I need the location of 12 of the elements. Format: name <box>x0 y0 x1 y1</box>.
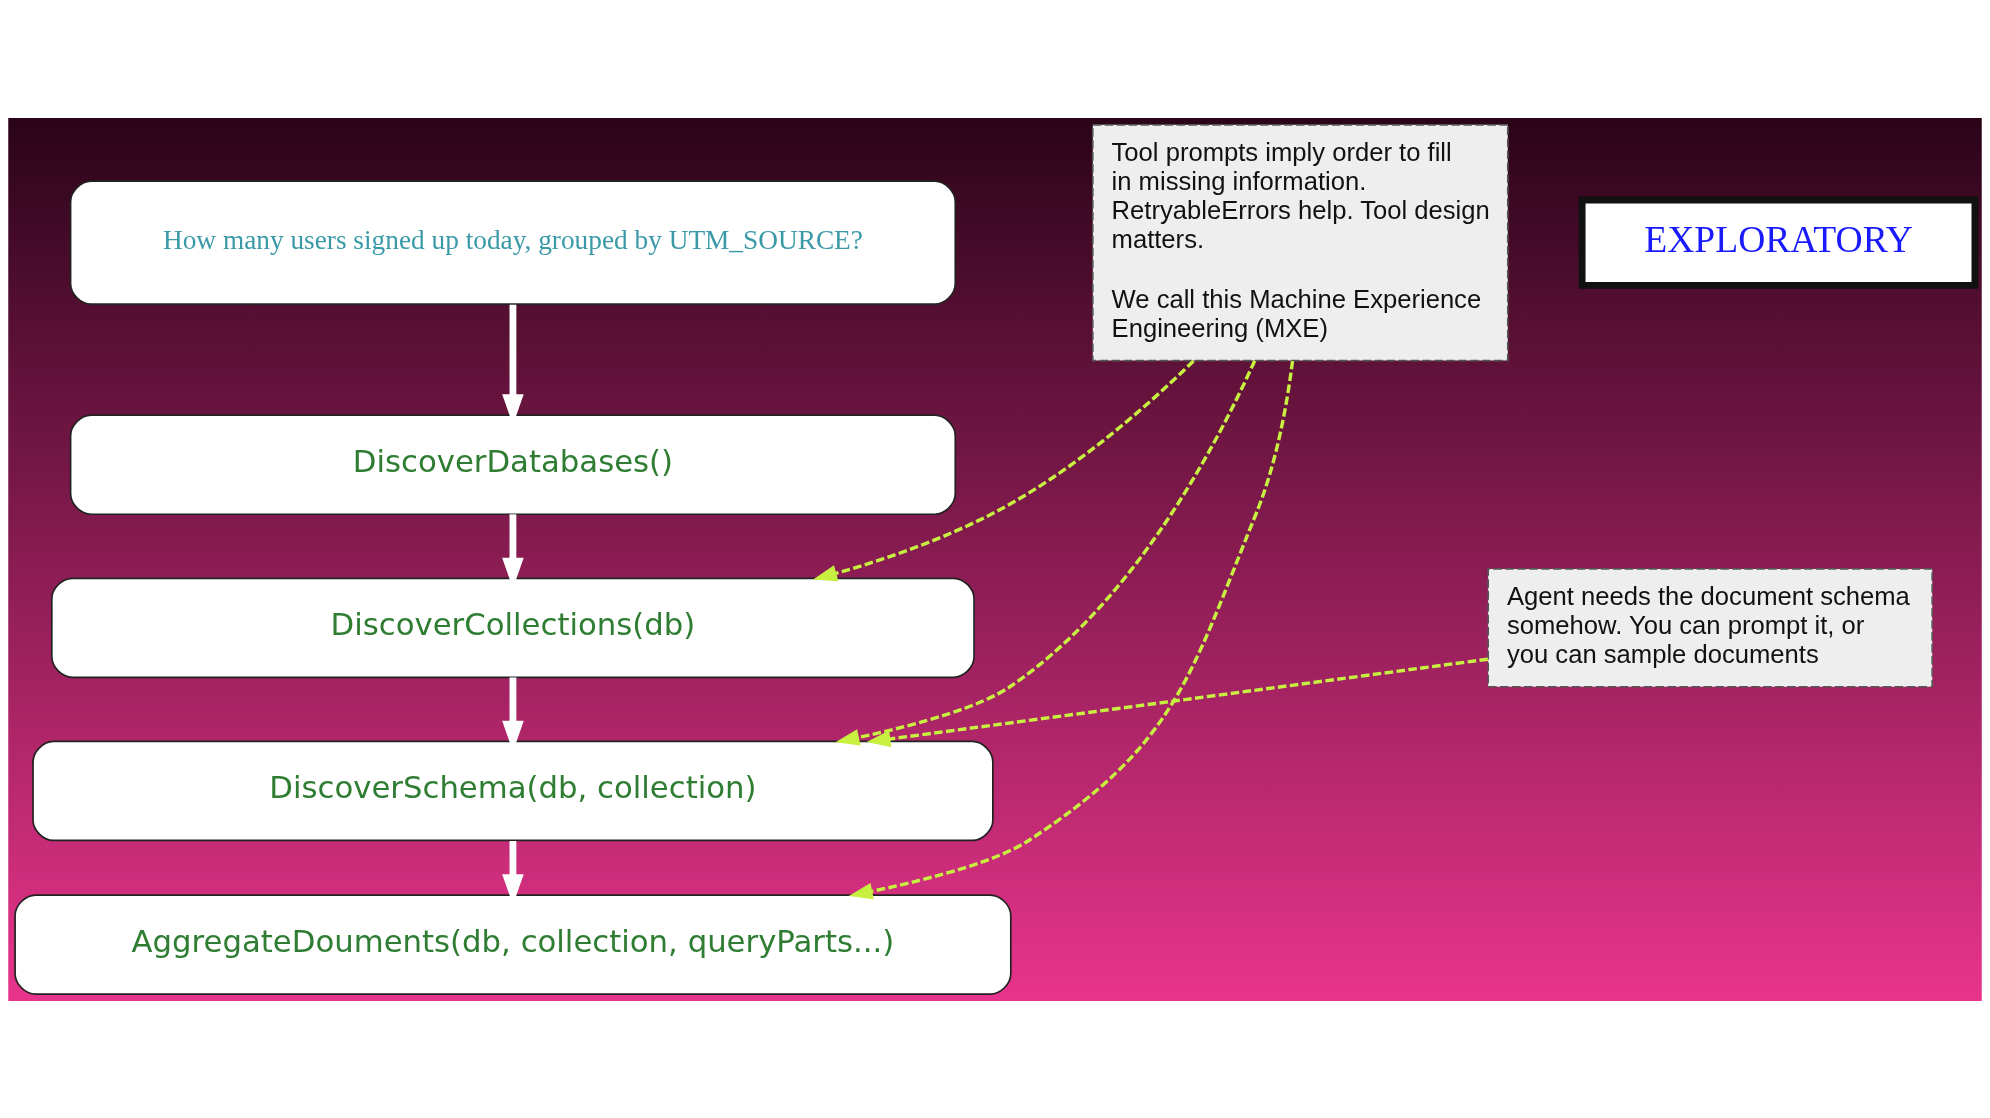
node-box: Agent needs the document schema somehow. You can prompt it, or you can sample documents <box>1487 567 1934 688</box>
node-box: DiscoverDatabases() <box>69 413 957 515</box>
node-box: EXPLORATORY <box>1578 196 1979 289</box>
node-box: How many users signed up today, grouped by UTM_SOURCE? <box>69 179 957 305</box>
arrow <box>866 657 1489 747</box>
node-box: DiscoverSchema(db, collection) <box>32 740 994 841</box>
node-box: DiscoverCollections(db) <box>50 576 975 678</box>
node-box: AggregateDouments(db, collection, queryParts...) <box>14 893 1012 995</box>
arrow <box>813 359 1195 581</box>
node-box: Tool prompts imply order to fill in missing information. RetryableErrors help. Tool design matters. We call this Machine Experience Engineering (MXE) <box>1091 123 1509 361</box>
arrow <box>835 359 1257 746</box>
arrow <box>848 360 1295 899</box>
